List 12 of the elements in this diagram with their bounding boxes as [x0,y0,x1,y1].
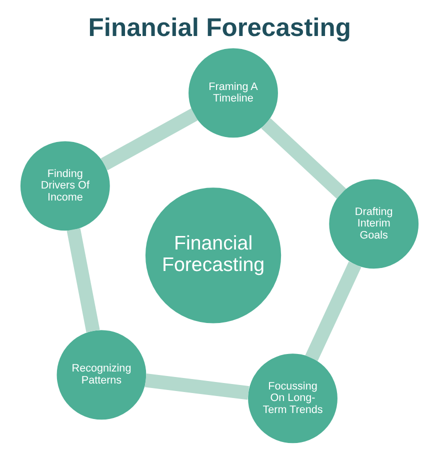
node-circle: Financial Forecasting [144,188,281,324]
node-circle: Finding Drivers Of Income [20,141,110,231]
connector [260,118,346,199]
node-circle: Drafting Interim Goals [328,179,418,269]
node-circle: Recognizing Patterns [56,330,146,420]
node-circle: Framing A Timeline [188,48,278,138]
node-circle: Focussing On Long-Term Trends [248,354,337,444]
connector [66,228,100,332]
connector [144,373,249,400]
diagram-title: Financial Forecasting [88,14,350,42]
connector [100,108,198,170]
connector [304,261,361,362]
